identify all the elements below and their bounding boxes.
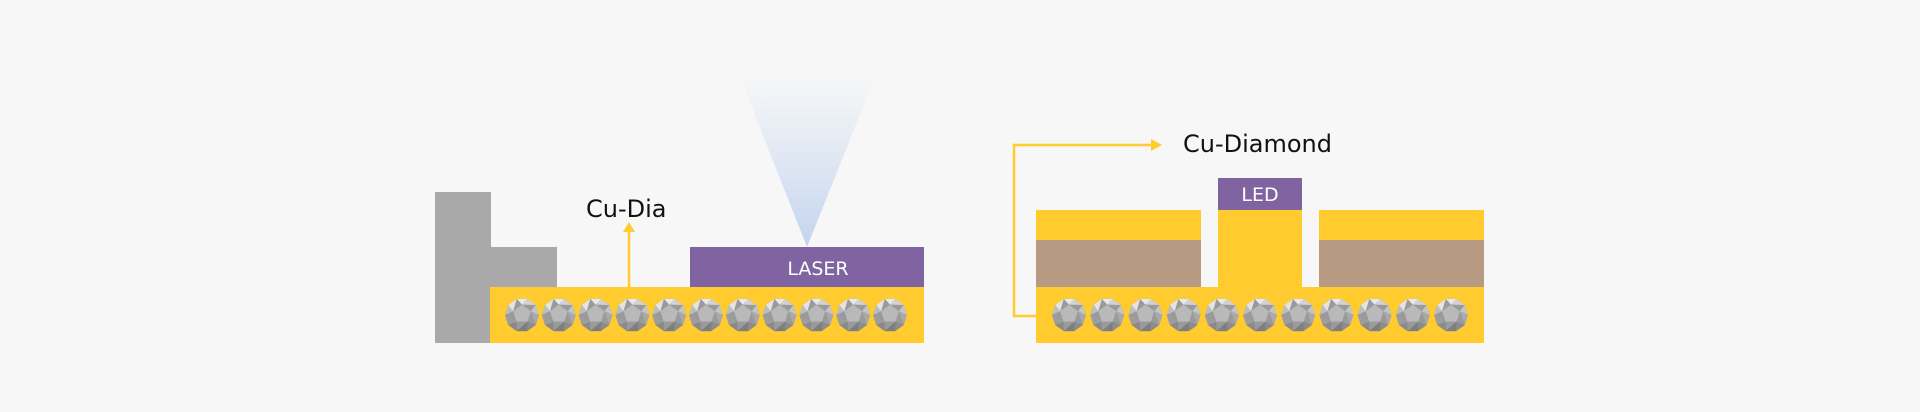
diamond-particle-icon <box>541 298 576 332</box>
center-copper-pillar <box>1218 210 1302 287</box>
left-copper-layer <box>1036 210 1201 240</box>
diamond-particle-icon <box>1090 298 1125 332</box>
heatsink-vertical <box>435 192 491 343</box>
cu-diamond-label: Cu-Diamond <box>1183 130 1332 158</box>
left-diagram: LASER Cu-Dia <box>435 77 924 343</box>
diamond-particle-icon <box>615 298 650 332</box>
right-substrate-layer <box>1319 240 1484 287</box>
diamond-particle-icon <box>652 298 687 332</box>
pointer-line <box>1012 143 1152 318</box>
right-diagram: Cu-Diamond LED <box>1012 130 1484 343</box>
heatsink-horizontal <box>490 247 557 288</box>
diamond-particles-left <box>505 298 907 332</box>
laser-chip-label: LASER <box>787 258 848 280</box>
laser-chip <box>690 247 924 287</box>
diamond-particle-icon <box>1052 298 1086 332</box>
diamond-particle-icon <box>1204 298 1239 332</box>
diamond-particle-icon <box>836 298 871 332</box>
diamond-particle-icon <box>1319 298 1354 332</box>
diamond-particle-icon <box>578 298 613 332</box>
laser-beam <box>740 77 875 247</box>
diamond-particle-icon <box>762 298 797 332</box>
diamond-particle-icon <box>689 298 723 332</box>
led-chip <box>1218 178 1302 210</box>
right-copper-layer <box>1319 210 1484 240</box>
diamond-particle-icon <box>799 298 834 332</box>
cu-dia-label: Cu-Dia <box>586 195 666 223</box>
diamond-particle-icon <box>1166 298 1201 332</box>
diamond-particle-icon <box>1357 298 1392 332</box>
diamond-particle-icon <box>1128 298 1163 332</box>
led-chip-label: LED <box>1241 184 1278 206</box>
diamond-particle-icon <box>1243 298 1277 332</box>
diamond-particle-icon <box>1281 298 1316 332</box>
diamond-particle-icon <box>873 298 907 332</box>
diamond-particles-right <box>1052 298 1468 332</box>
diamond-particle-icon <box>1434 298 1468 332</box>
left-substrate-layer <box>1036 240 1201 287</box>
diamond-particle-icon <box>725 298 760 332</box>
diamond-particle-icon <box>505 298 539 332</box>
diamond-particle-icon <box>1395 298 1430 332</box>
right-arrow-head-icon <box>1151 139 1162 151</box>
up-arrow-head-icon <box>623 222 635 232</box>
